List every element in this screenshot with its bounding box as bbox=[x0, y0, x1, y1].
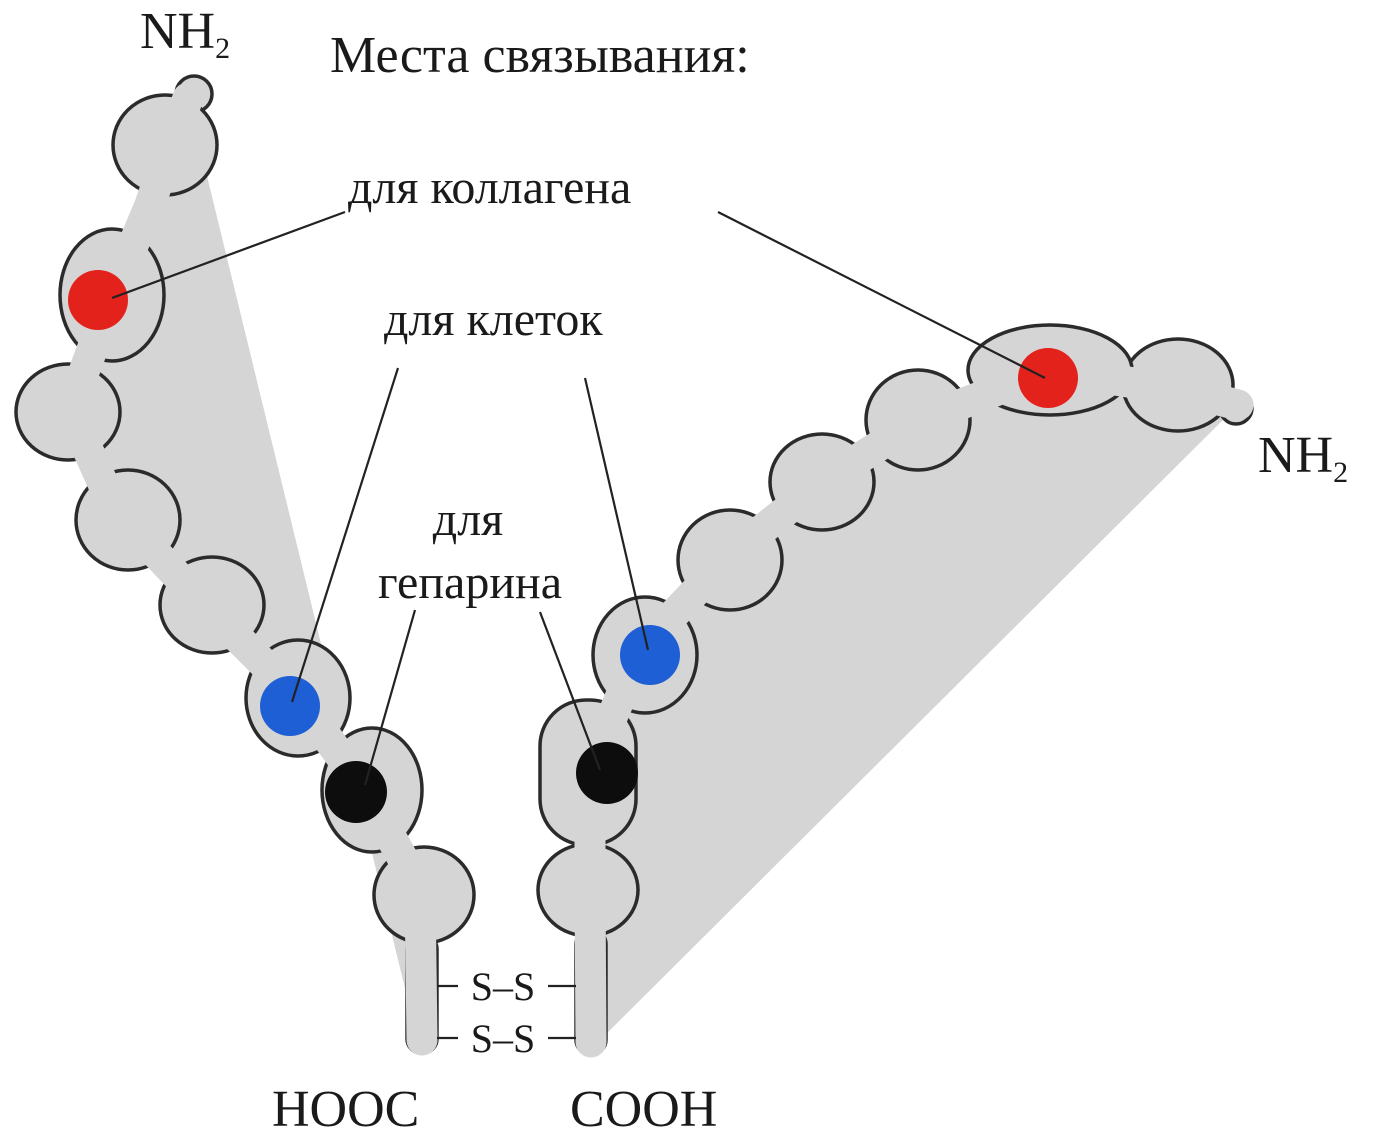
leader-heparin-right bbox=[538, 611, 602, 771]
cells-label: для клеток bbox=[384, 293, 603, 346]
left-chain bbox=[14, 74, 476, 1056]
leader-heparin-left bbox=[363, 609, 417, 786]
heparin-label-line1: для bbox=[433, 493, 503, 546]
collagen-label: для коллагена bbox=[348, 161, 631, 214]
hooc-label: HOOC bbox=[272, 1081, 419, 1138]
cooh-label: COOH bbox=[570, 1081, 717, 1138]
leader-collagen-left bbox=[111, 210, 346, 300]
ss-bridge-bottom: S–S bbox=[471, 1016, 536, 1061]
heparin-label-line2: гепарина bbox=[378, 556, 562, 609]
diagram-title: Места связывания: bbox=[330, 27, 750, 84]
ss-bridge-top: S–S bbox=[471, 964, 536, 1009]
disulfide-bridges: S–S S–S bbox=[437, 964, 576, 1061]
left-heparin-site bbox=[325, 761, 387, 823]
left-collagen-site bbox=[68, 270, 128, 330]
labels: Места связывания: NH2 NH2 для коллагена … bbox=[140, 3, 1348, 1138]
right-heparin-site bbox=[576, 742, 638, 804]
leader-cells-left bbox=[290, 367, 400, 703]
nh2-right-label: NH2 bbox=[1258, 427, 1348, 489]
right-chain bbox=[536, 323, 1254, 1058]
right-collagen-site bbox=[1018, 348, 1078, 408]
leader-cells-right bbox=[583, 377, 650, 651]
leader-lines bbox=[111, 210, 1046, 786]
right-cell-site bbox=[620, 625, 680, 685]
right-chain-outline bbox=[588, 368, 1240, 1052]
leader-collagen-right bbox=[717, 211, 1046, 379]
left-cell-site bbox=[260, 676, 320, 736]
nh2-left-label: NH2 bbox=[140, 3, 230, 65]
